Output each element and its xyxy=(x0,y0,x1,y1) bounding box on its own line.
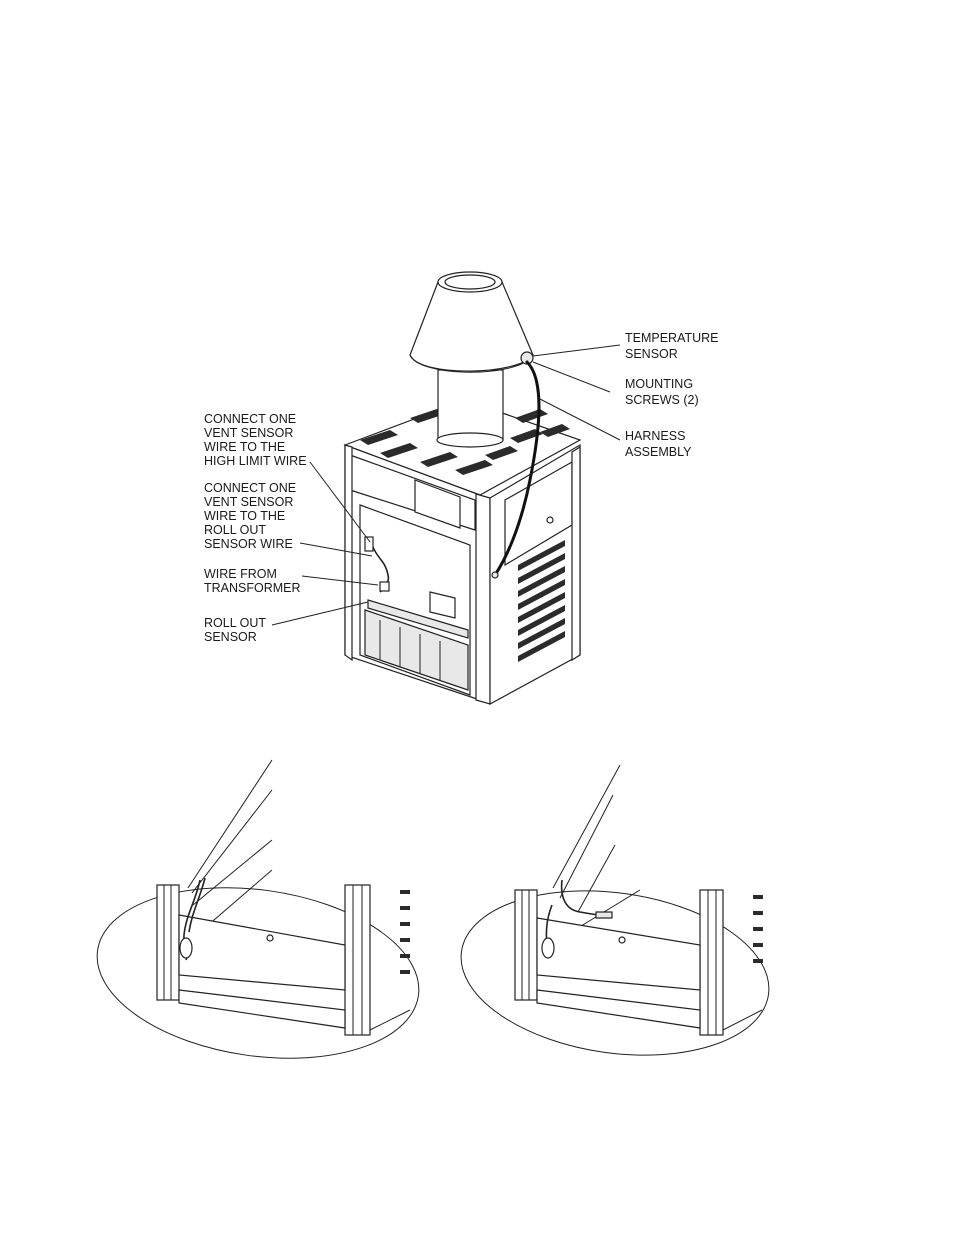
label-roll-out-sensor: ROLL OUT SENSOR xyxy=(204,616,269,644)
label-wire-from-transformer: WIRE FROM TRANSFORMER xyxy=(204,567,301,595)
corner-post-front xyxy=(475,493,491,705)
detail-right-post-a xyxy=(514,889,538,1001)
detail-ellipse-left xyxy=(96,887,420,1059)
vent-pipe xyxy=(437,369,504,441)
detail-ellipse-right xyxy=(460,890,770,1056)
label-harness-assembly: HARNESS ASSEMBLY xyxy=(625,429,692,459)
corner-post-back xyxy=(571,445,581,662)
label-connect-roll-out: CONNECT ONE VENT SENSOR WIRE TO THE ROLL… xyxy=(204,481,300,551)
label-mounting-screws: MOUNTING SCREWS (2) xyxy=(625,377,699,407)
detail-right-connector xyxy=(595,911,613,919)
burner-tray xyxy=(364,609,469,691)
label-connect-high-limit: CONNECT ONE VENT SENSOR WIRE TO THE HIGH… xyxy=(204,412,307,468)
detail-view-right xyxy=(460,764,770,1056)
high-limit-switch xyxy=(364,536,374,552)
detail-left-post-a xyxy=(156,884,180,1001)
leader-lines xyxy=(271,344,621,626)
detail-right-wire xyxy=(560,879,613,917)
wire-connector xyxy=(379,581,390,592)
detail-left-post-b xyxy=(344,884,371,1036)
detail-view-left xyxy=(96,759,420,1059)
transformer-box xyxy=(429,591,456,619)
vent-cap xyxy=(409,281,534,372)
detail-right-box xyxy=(536,917,701,991)
detail-left-box xyxy=(178,914,346,991)
heater-unit xyxy=(343,271,582,706)
harness-cable xyxy=(493,360,541,577)
roll-out-sensor-bar xyxy=(367,599,469,639)
detail-right-post-b xyxy=(699,889,724,1036)
label-temperature-sensor: TEMPERATURE SENSOR xyxy=(625,331,722,361)
side-louvers xyxy=(518,540,565,662)
control-panel xyxy=(414,479,461,529)
